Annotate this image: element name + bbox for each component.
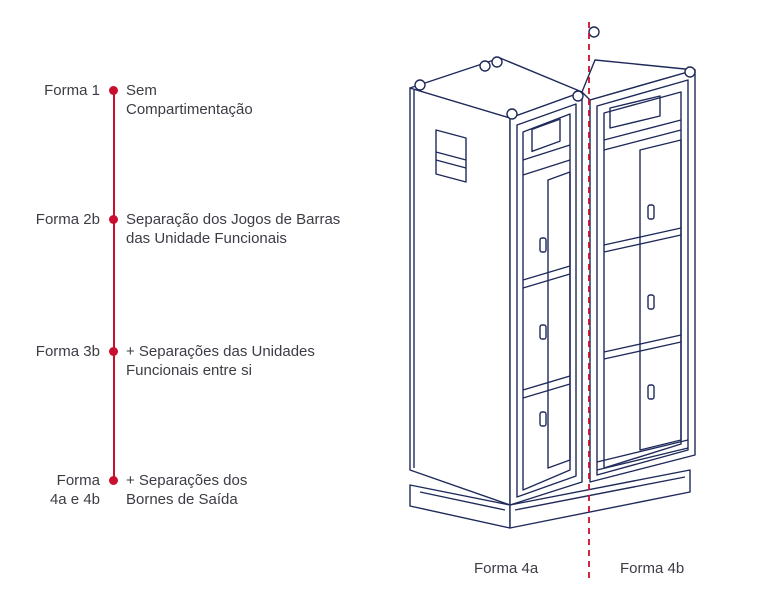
timeline-label-forma-1: Forma 1 <box>44 82 100 99</box>
timeline-line <box>113 90 115 482</box>
timeline-dot-forma-1 <box>109 86 118 95</box>
cabinet-label-right: Forma 4b <box>620 560 685 577</box>
timeline-desc-forma-2b: Separação dos Jogos de Barras das Unidad… <box>126 211 341 247</box>
timeline-dot-forma-2b <box>109 215 118 224</box>
timeline-label-forma-3b: Forma 3b <box>35 343 100 360</box>
cabinet-label-left: Forma 4a <box>474 560 539 577</box>
timeline-label-forma-2b: Forma 2b <box>35 211 100 228</box>
timeline-dot-forma-3b <box>109 347 118 356</box>
timeline-label-forma-4: Forma 4a e 4b <box>49 472 100 508</box>
timeline-desc-forma-3b: + Separações das Unidades Funcionais ent… <box>126 343 315 379</box>
timeline-dot-forma-4 <box>109 476 118 485</box>
timeline-desc-forma-1: Sem Compartimentação <box>126 82 253 118</box>
timeline-desc-forma-4: + Separações dos Bornes de Saída <box>126 472 248 508</box>
